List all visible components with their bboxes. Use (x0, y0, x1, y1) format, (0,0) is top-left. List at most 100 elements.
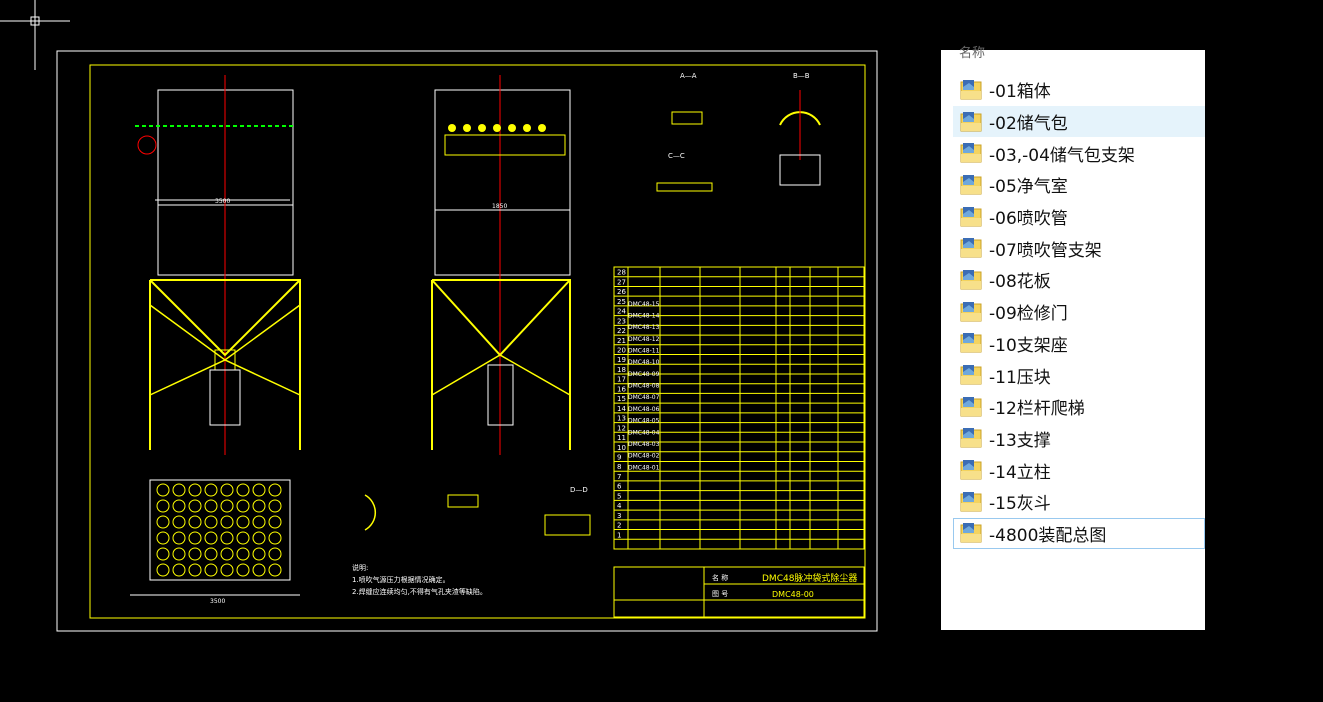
filter-bag-circle (156, 499, 170, 513)
file-name: -02储气包 (989, 114, 1068, 135)
bom-row-number: 18 (617, 366, 626, 374)
file-item[interactable]: -13支撑 (953, 423, 1205, 455)
section-details: A—A B—B C—C (656, 72, 821, 192)
filter-bag-circle (172, 483, 186, 497)
filter-bag-circle (204, 531, 218, 545)
file-item[interactable]: -02储气包 (953, 105, 1205, 138)
plan-dim-width: 3500 (210, 598, 225, 605)
note-2: 2.焊缝应连续均匀,不得有气孔夹渣等缺陷。 (352, 587, 487, 596)
bom-part-code: DMC48-01 (628, 464, 660, 471)
dwg-file-icon (960, 301, 982, 322)
bom-row-number: 9 (617, 453, 621, 461)
bom-row-number: 19 (617, 356, 626, 364)
bom-row-number: 15 (617, 395, 626, 403)
file-name: -13支撑 (989, 430, 1051, 451)
section-dd-label: D—D (570, 486, 588, 494)
bom-part-code: DMC48-10 (628, 359, 660, 366)
filter-bag-circle (236, 563, 250, 577)
filter-bag-circle (268, 563, 282, 577)
file-item[interactable]: -4800装配总图 (953, 517, 1205, 550)
filter-bag-circle (156, 515, 170, 529)
file-item[interactable]: -05净气室 (953, 169, 1205, 201)
dwg-file-icon (960, 79, 982, 100)
filter-bag-circle (188, 483, 202, 497)
side-view: 1850 (431, 75, 571, 455)
filter-bag-circle (220, 531, 234, 545)
file-item[interactable]: -09检修门 (953, 296, 1205, 328)
bom-row-number: 12 (617, 424, 626, 432)
file-item[interactable]: -12栏杆爬梯 (953, 391, 1205, 423)
filter-bag-circle (172, 531, 186, 545)
file-item[interactable]: -11压块 (953, 359, 1205, 391)
filter-bag-circle (236, 515, 250, 529)
title-block: 名 称 DMC48脉冲袋式除尘器 图 号 DMC48-00 (613, 566, 865, 618)
filter-bag-circle (268, 547, 282, 561)
bom-row-number: 8 (617, 463, 621, 471)
bom-row-number: 26 (617, 288, 626, 296)
filter-bag-circle (172, 547, 186, 561)
dwg-file-icon (960, 365, 982, 385)
bom-row-number: 4 (617, 502, 622, 510)
dwg-file-icon (960, 143, 982, 163)
section-cc-label: C—C (668, 152, 685, 160)
bom-row-number: 16 (617, 385, 626, 393)
file-item[interactable]: -08花板 (953, 264, 1205, 296)
bom-table: 2827262524232221201918171615141312111098… (613, 266, 865, 550)
bom-row-number: 14 (617, 405, 626, 413)
bom-part-code: DMC48-14 (628, 313, 660, 320)
dwg-file-icon (960, 111, 982, 132)
dwg-file-icon (960, 269, 982, 290)
drawing-title: DMC48脉冲袋式除尘器 (762, 572, 857, 584)
filter-bag-circle (188, 531, 202, 545)
filter-bag-circle (172, 499, 186, 513)
bom-row-number: 22 (617, 327, 626, 335)
bom-part-code: DMC48-05 (628, 418, 660, 425)
file-name: -03,-04储气包支架 (989, 145, 1135, 166)
filter-bag-circle (252, 499, 266, 513)
filter-bag-circle (252, 515, 266, 529)
file-list: -01箱体 -02储气包 -03,-04储气包支架 -05净气室 -06喷吹管 -07喷吹… (953, 74, 1205, 550)
filter-bag-circle (188, 515, 202, 529)
cad-drawing-canvas[interactable]: 3500 1850 A—A B—B C—C 3500 (0, 0, 940, 702)
file-item[interactable]: -10支架座 (953, 328, 1205, 360)
bom-part-code: DMC48-04 (628, 429, 660, 436)
file-name: -06喷吹管 (989, 209, 1068, 230)
bom-row-number: 21 (617, 337, 626, 345)
file-item[interactable]: -15灰斗 (953, 486, 1205, 518)
filter-bag-circle (204, 563, 218, 577)
file-item[interactable]: -14立柱 (953, 454, 1205, 486)
file-list-panel: 名称 -01箱体-02储气包-03,-04储气包支架-05净气室-06喷吹管-0… (941, 46, 1205, 630)
dwg-file-icon (960, 428, 982, 448)
file-name: -12栏杆爬梯 (989, 399, 1085, 420)
side-dim-width: 1850 (492, 203, 507, 210)
filter-bag-circle (252, 531, 266, 545)
bom-row-number: 11 (617, 434, 626, 442)
filter-bag-circle (252, 563, 266, 577)
file-item[interactable]: -01箱体 (953, 74, 1205, 106)
bom-row-number: 17 (617, 376, 626, 384)
filter-bag-circle (236, 547, 250, 561)
filter-bag-circle (220, 515, 234, 529)
file-item[interactable]: -07喷吹管支架 (953, 232, 1205, 264)
bom-row-number: 23 (617, 317, 626, 325)
file-name: -05净气室 (989, 177, 1068, 198)
dwg-file-icon (960, 396, 982, 417)
bom-row-number: 5 (617, 492, 621, 500)
bom-part-code: DMC48-08 (628, 383, 660, 390)
column-header-name[interactable]: 名称 (959, 46, 986, 61)
file-name: -11压块 (989, 367, 1051, 388)
filter-bag-circle (268, 499, 282, 513)
file-item[interactable]: -06喷吹管 (953, 201, 1205, 233)
filter-bag-circle (204, 499, 218, 513)
dwg-file-icon (960, 491, 982, 512)
bom-row-number: 27 (617, 278, 626, 286)
bom-row-number: 7 (617, 473, 621, 481)
filter-bag-circle (220, 563, 234, 577)
bom-row-number: 1 (617, 531, 621, 539)
filter-bag-circle (220, 547, 234, 561)
front-dim-width: 3500 (215, 198, 230, 205)
file-name: -07喷吹管支架 (989, 240, 1102, 261)
filter-bag-circle (188, 563, 202, 577)
file-item[interactable]: -03,-04储气包支架 (953, 137, 1205, 169)
note-title: 说明: (352, 563, 368, 572)
